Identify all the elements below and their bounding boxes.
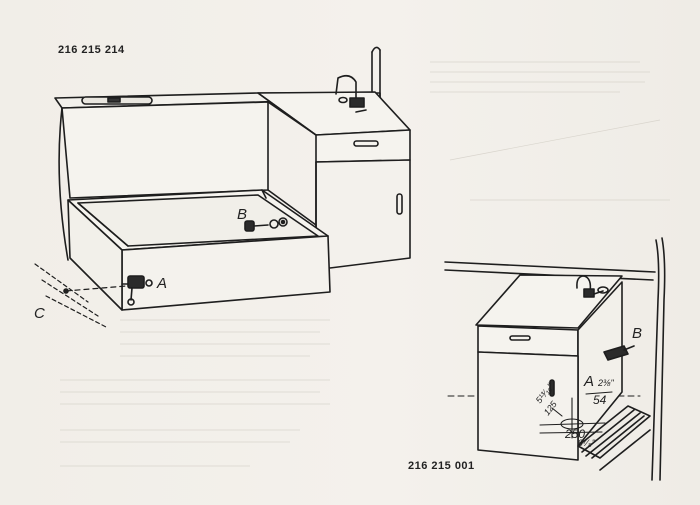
back-panel bbox=[58, 101, 317, 261]
label-b-bottom: B bbox=[632, 325, 642, 342]
faucet bbox=[335, 74, 367, 113]
pullout-drawer bbox=[67, 189, 331, 311]
knob-b-bottom bbox=[603, 345, 635, 361]
cabinet-bottom bbox=[475, 274, 623, 461]
section-c bbox=[34, 263, 127, 329]
floor-step bbox=[577, 405, 651, 471]
dim-54: 54 bbox=[593, 393, 607, 407]
label-a-top: A bbox=[156, 275, 167, 292]
dim-9-7-8: 9⁷⁄₈" bbox=[578, 438, 596, 448]
label-a-bottom: A bbox=[583, 373, 594, 390]
dimension-marks bbox=[539, 391, 613, 439]
label-c-top: C bbox=[34, 305, 45, 322]
figure-number-top: 216 215 214 bbox=[58, 44, 125, 56]
drawer-handle-bottom bbox=[509, 335, 531, 341]
door-handle-bottom bbox=[549, 379, 555, 397]
door-handle bbox=[396, 193, 403, 215]
knob-b bbox=[244, 217, 288, 232]
drawer-handle bbox=[353, 140, 379, 147]
faucet-bottom bbox=[576, 275, 609, 298]
dim-2-3-8: 2⅜" bbox=[597, 378, 615, 388]
dim-250: 250 bbox=[564, 427, 585, 441]
label-b-top: B bbox=[237, 206, 247, 223]
latch-a bbox=[121, 275, 153, 306]
ghost-lines bbox=[60, 61, 670, 467]
figure-number-bottom: 216 215 001 bbox=[408, 460, 475, 472]
